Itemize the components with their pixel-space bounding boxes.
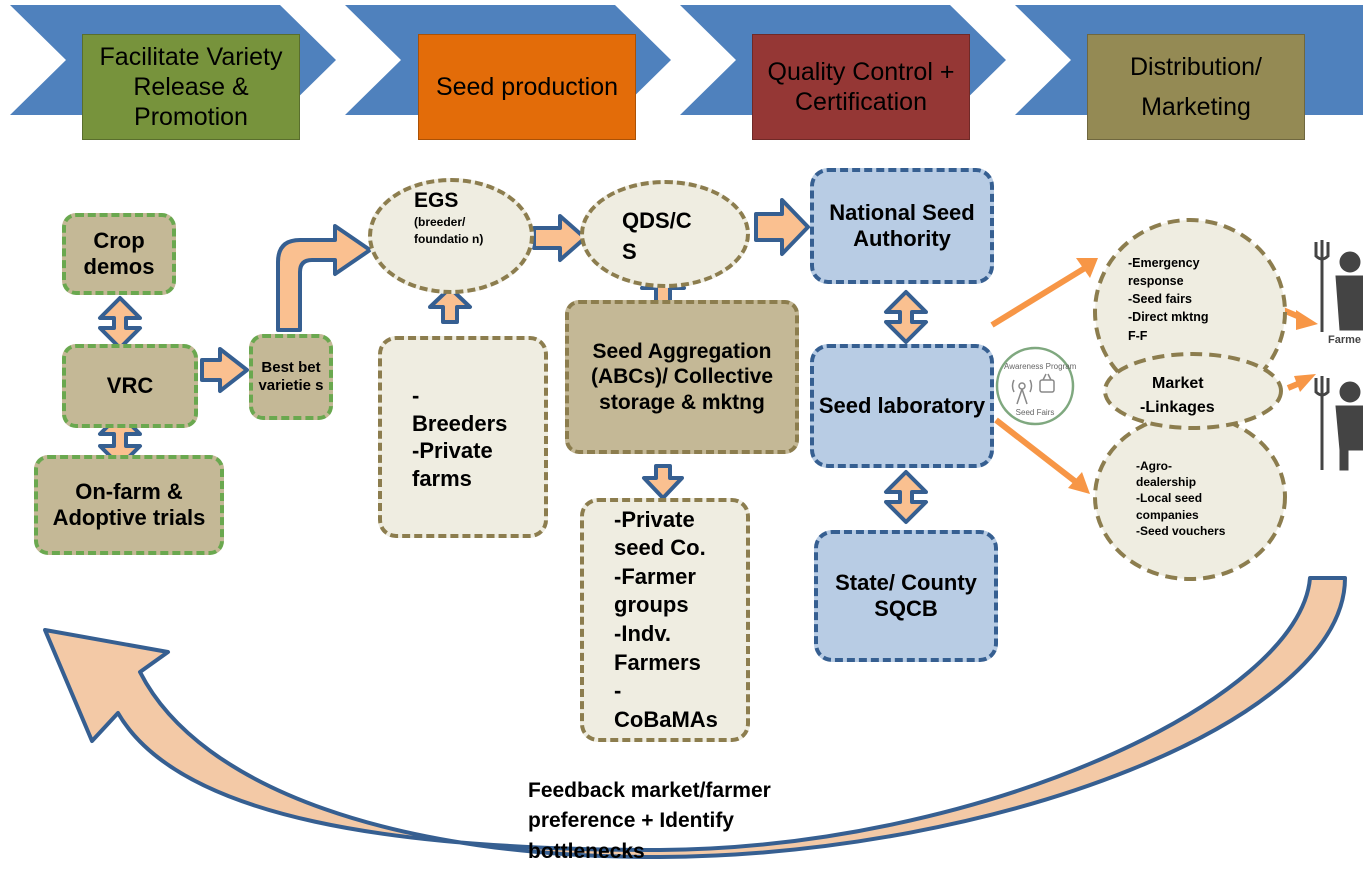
node-seed-laboratory: Seed laboratory xyxy=(810,344,994,468)
arrow-qds-nsa xyxy=(754,198,810,256)
farmer-icon xyxy=(1314,240,1363,332)
node-breeders: - Breeders -Private farms xyxy=(378,336,548,538)
node-qds-label: QDS/C S xyxy=(622,208,692,264)
awareness-circle xyxy=(995,346,1075,426)
stage-distribution-line2: Marketing xyxy=(1141,93,1251,121)
node-egs-title: EGS xyxy=(414,189,459,212)
antenna-icon xyxy=(1011,379,1033,405)
stage-facilitate-release: Facilitate Variety Release & Promotion xyxy=(82,34,300,140)
farmer-icon-2 xyxy=(1314,376,1363,471)
node-linkages: -Linkages xyxy=(1140,399,1215,416)
awareness-seed-fairs-label: Seed Fairs xyxy=(1015,408,1055,417)
ellipse-market xyxy=(1103,352,1283,430)
orange-arrow-up xyxy=(990,265,1087,328)
node-crop-demos: Crop demos xyxy=(62,213,176,295)
orange-arrow-down xyxy=(994,417,1078,485)
node-egs-subtitle: (breeder/ foundatio n) xyxy=(414,215,484,246)
stage-distribution: Distribution/ Marketing xyxy=(1087,34,1305,140)
node-agro-dealership: -Agro- dealership -Local seed companies … xyxy=(1136,459,1226,538)
node-state-county-sqcb: State/ County SQCB xyxy=(814,530,998,662)
awareness-program-label: Awareness Program xyxy=(1004,362,1077,371)
node-private-seed: -Private seed Co. -Farmer groups -Indv. … xyxy=(580,498,750,742)
node-market: Market xyxy=(1152,375,1204,392)
node-seed-aggregation: Seed Aggregation (ABCs)/ Collective stor… xyxy=(565,300,799,454)
arrow-lab-state xyxy=(884,470,928,524)
feedback-text: Feedback market/farmer preference + Iden… xyxy=(528,779,771,863)
arrow-bestbet-egs xyxy=(276,224,372,332)
node-on-farm-trials: On-farm & Adoptive trials xyxy=(34,455,224,555)
node-qds xyxy=(580,180,750,288)
arrow-egs-qds xyxy=(532,214,587,262)
arrow-nsa-lab xyxy=(884,290,928,344)
tv-icon xyxy=(1039,373,1055,393)
node-vrc: VRC xyxy=(62,344,198,428)
node-national-seed-authority: National Seed Authority xyxy=(810,168,994,284)
farmer-label: Farme xyxy=(1328,334,1362,346)
node-best-bet-varieties: Best bet varietie s xyxy=(249,334,333,420)
arrow-breeders-egs xyxy=(428,286,472,324)
node-emergency-response: -Emergency response -Seed fairs -Direct … xyxy=(1128,256,1209,343)
stage-distribution-line1: Distribution/ xyxy=(1130,53,1262,81)
ellipse-agro xyxy=(1093,413,1287,581)
stage-seed-production: Seed production xyxy=(418,34,636,140)
feedback-arrow xyxy=(43,576,1347,860)
arrow-private-agg xyxy=(642,464,684,500)
stage-quality-control: Quality Control + Certification xyxy=(752,34,970,140)
arrow-vrc-bestbet xyxy=(200,347,249,393)
arrow-crop-vrc xyxy=(98,296,142,350)
node-egs xyxy=(368,178,534,294)
